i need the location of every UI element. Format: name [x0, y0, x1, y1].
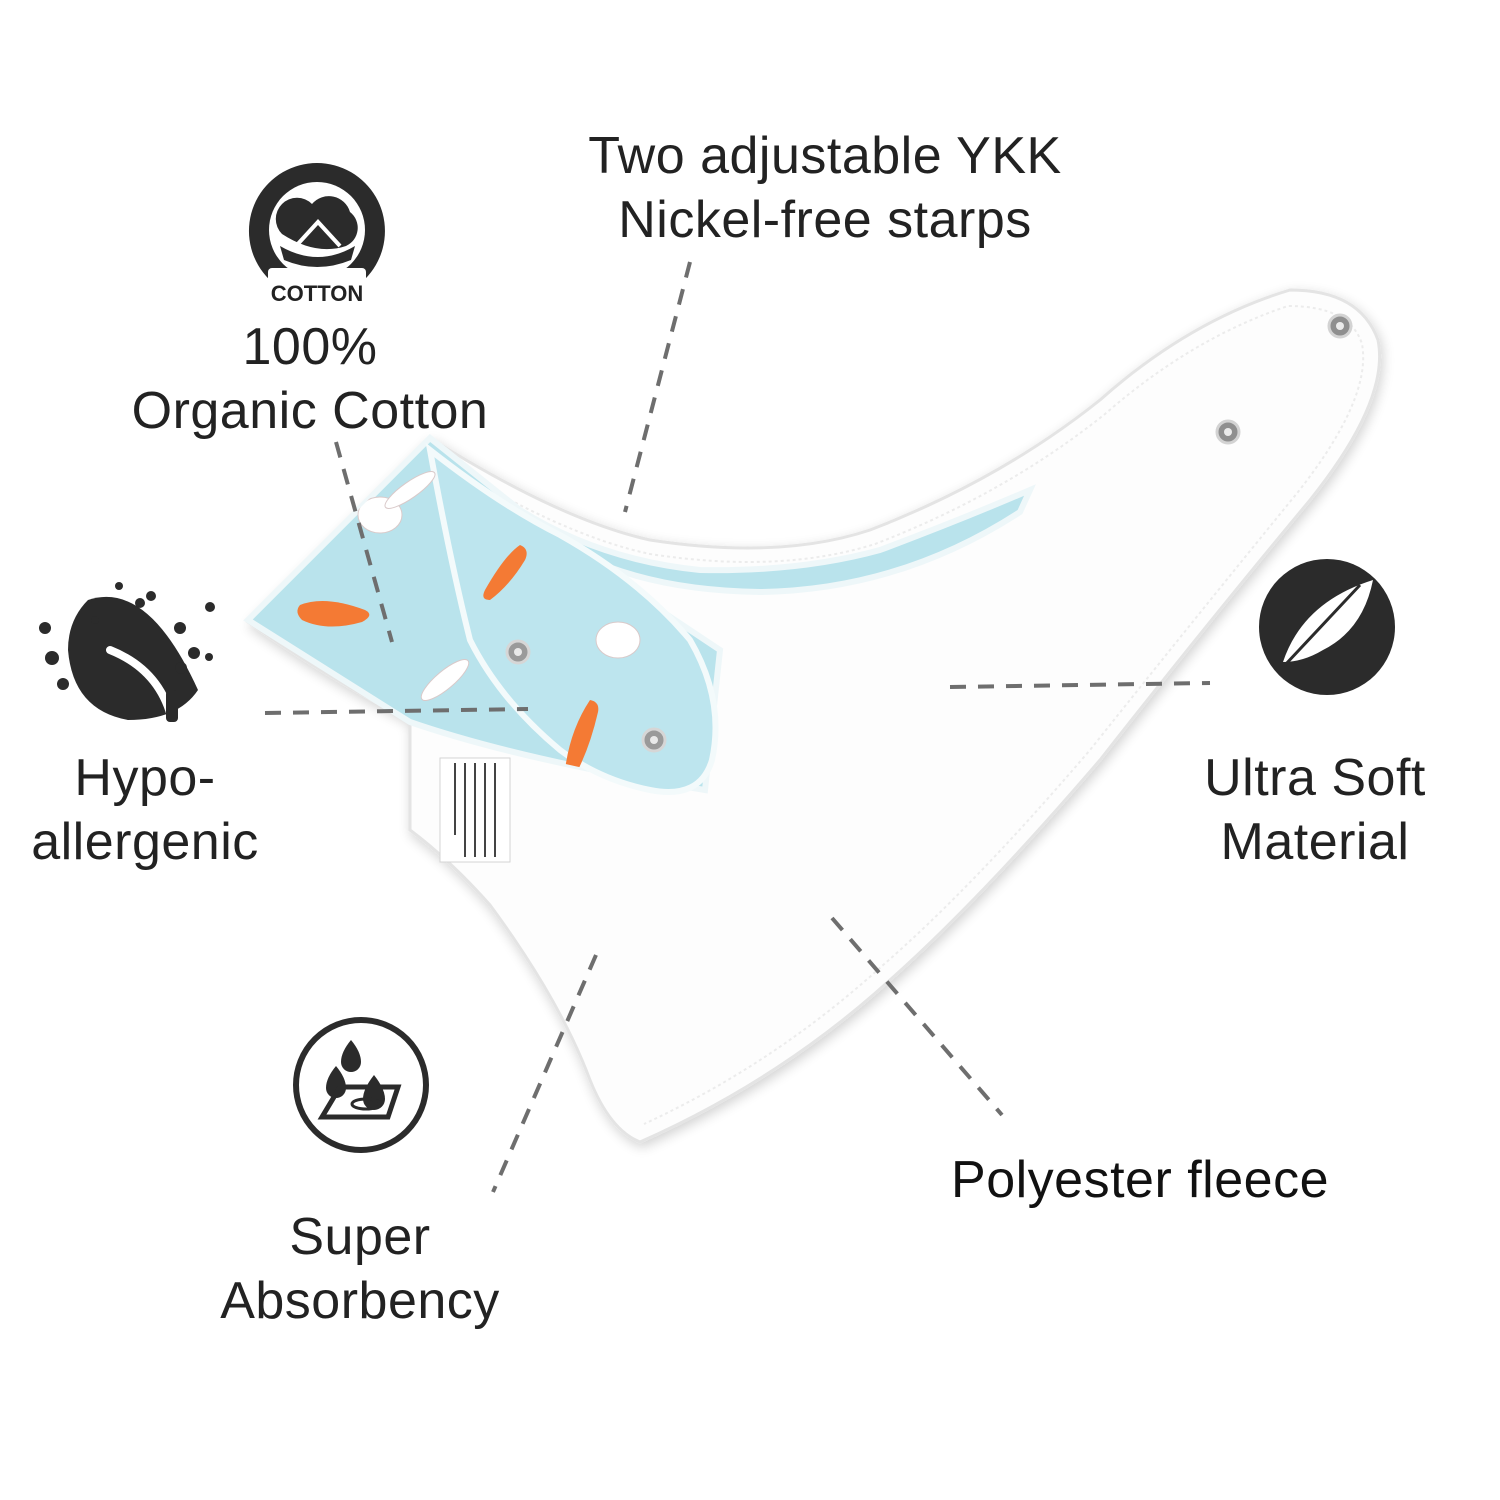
feature-label-fleece: Polyester fleece: [951, 1151, 1329, 1209]
feature-label-straps: Two adjustable YKK Nickel-free starps: [588, 127, 1062, 249]
care-tag: [439, 757, 511, 863]
feature-label-hypoallergenic: Hypo- allergenic: [31, 749, 259, 871]
leader-line-absorb: [491, 954, 598, 1193]
leader-line-straps: [623, 261, 692, 513]
leader-line-hypo: [264, 707, 529, 715]
leaf-icon: [39, 582, 215, 724]
snap-button: [1215, 313, 1353, 445]
leader-lines: [264, 261, 1211, 1193]
snap-button: [505, 639, 667, 753]
leader-line-soft: [949, 681, 1211, 689]
leader-line-fleece: [830, 916, 1004, 1117]
feature-label-cotton: 100% Organic Cotton: [131, 318, 489, 440]
water-drop-icon: [293, 1017, 429, 1153]
leader-line-cotton: [334, 441, 394, 643]
feature-label-absorbency: Super Absorbency: [220, 1208, 500, 1330]
feather-icon: [1259, 559, 1395, 695]
cotton-badge-text: COTTON: [271, 281, 363, 306]
bib-cotton-fabric: [243, 433, 1036, 795]
cotton-icon: COTTON: [248, 163, 385, 306]
feature-label-ultra-soft: Ultra Soft Material: [1204, 749, 1426, 871]
